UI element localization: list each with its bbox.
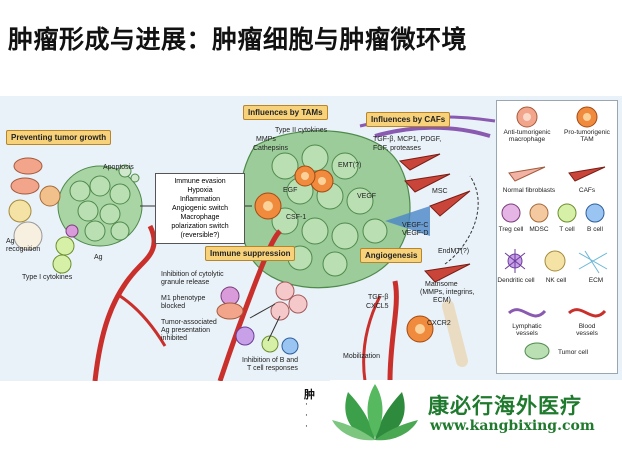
legend-mdsc: MDSC xyxy=(529,226,549,233)
legend-lymph-line1: Lymphatic xyxy=(512,323,542,330)
label-type1-cytokines: Type I cytokines xyxy=(22,274,73,281)
label-endmt: EndMT(?) xyxy=(438,248,470,255)
leaf-logo-icon xyxy=(332,384,418,441)
legend-nk: NK cell xyxy=(545,277,567,284)
immune-suppression-box: Immune suppression xyxy=(205,246,296,261)
watermark-url: www.kangbixing.com xyxy=(430,418,595,434)
legend-ecm: ECM xyxy=(588,277,604,284)
watermark-name: 康必行海外医疗 xyxy=(428,394,582,418)
legend-icons xyxy=(501,106,608,360)
left-immune-cells xyxy=(8,157,79,274)
left-tumor-cluster xyxy=(57,164,143,247)
label-vegfc: VEGF-C xyxy=(402,222,429,229)
pro-tumor-macrophages xyxy=(254,165,434,343)
condition-line: Macrophage xyxy=(180,214,220,221)
label-tumor-ag-3: inhibited xyxy=(161,335,188,342)
label-matrisome-2: (MMPs, integrins, xyxy=(420,289,475,296)
legend-blood-line2: vessels xyxy=(576,330,598,337)
label-tumor-ag: Tumor-associated xyxy=(161,319,217,326)
bullet-item: · xyxy=(305,411,308,421)
label-csf1: CSF-1 xyxy=(286,214,307,221)
legend-dendritic: Dendritic cell xyxy=(497,277,535,284)
label-m1: M1 phenotype xyxy=(161,295,206,302)
influences-cafs-box: Influences by CAFs xyxy=(366,112,451,127)
label-ag-recognition-2: recognition xyxy=(6,246,41,253)
watermark-logo xyxy=(330,380,622,446)
immune-suppression-cells xyxy=(216,281,308,355)
legend-lymph-line2: vessels xyxy=(516,330,538,337)
tumor-microenvironment-diagram: Preventing tumor growth Influences by TA… xyxy=(0,96,622,381)
legend-tcell: T cell xyxy=(559,226,575,233)
condition-line: polarization switch xyxy=(171,223,229,230)
condition-line: Inflammation xyxy=(179,196,221,203)
label-emt: EMT(?) xyxy=(338,162,362,169)
caf-cells xyxy=(398,153,471,283)
label-cathepsins: Cathepsins xyxy=(253,145,289,152)
label-ag-recognition: Ag xyxy=(6,238,15,245)
label-mmps: MMPs xyxy=(256,136,276,143)
legend-treg: Treg cell xyxy=(498,226,524,233)
bullet-item: · xyxy=(305,400,308,410)
label-type2-cytokines: Type II cytokines xyxy=(275,127,328,134)
label-vegfd: VEGF-D xyxy=(402,230,429,237)
label-inhib-cytolytic: Inhibition of cytolytic xyxy=(161,271,224,278)
label-inhib-bt: Inhibition of B and xyxy=(242,357,299,364)
conditions-box: Immune evasion Hypoxia Inflammation Angi… xyxy=(155,173,245,244)
influences-tams-box: Influences by TAMs xyxy=(243,105,328,120)
label-cxcr2: CXCR2 xyxy=(427,320,451,327)
label-inhib-cytolytic-2: granule release xyxy=(161,279,210,286)
condition-line: Angiogenic switch xyxy=(171,205,229,212)
bullet-list: · · · xyxy=(305,400,308,433)
condition-line: Hypoxia xyxy=(187,187,213,194)
bullet-item: · xyxy=(305,422,308,432)
legend-normal-fibroblasts: Normal fibroblasts xyxy=(502,187,556,194)
label-mobilization: Mobilization xyxy=(343,353,380,360)
page-title: 肿瘤形成与进展：肿瘤细胞与肿瘤微环境 xyxy=(8,25,468,54)
label-tgfb-list: TGF-β, MCP1, PDGF, xyxy=(373,136,442,143)
label-m1-2: blocked xyxy=(161,303,186,310)
legend-anti-tam-line2: macrophage xyxy=(508,136,546,143)
legend-cafs: CAFs xyxy=(578,187,596,194)
label-tumor-ag-2: Ag presentation xyxy=(161,327,211,334)
bottom-text-fragment: 肿 xyxy=(304,388,315,401)
label-apoptosis: Apoptosis xyxy=(103,164,134,171)
preventing-tumor-growth-box: Preventing tumor growth xyxy=(6,130,112,145)
label-inhib-bt-2: T cell responses xyxy=(247,365,298,372)
label-vegf: VEGF xyxy=(357,193,377,200)
legend-pro-tam-line1: Pro-tumorigenic xyxy=(564,129,610,136)
condition-line: Immune evasion xyxy=(174,178,226,185)
legend-pro-tam-line2: TAM xyxy=(580,136,594,143)
label-ag: Ag xyxy=(94,254,103,261)
label-msc: MSC xyxy=(432,188,448,195)
label-matrisome: Matrisome xyxy=(425,281,458,288)
label-tgfb: TGF-β xyxy=(368,294,389,301)
legend-tumor-cell: Tumor cell xyxy=(557,349,589,356)
legend-bcell: B cell xyxy=(587,226,603,233)
condition-line: (reversible?) xyxy=(180,232,220,239)
legend-blood-line1: Blood xyxy=(578,323,596,330)
label-matrisome-3: ECM) xyxy=(433,297,451,304)
angiogenesis-box: Angiogenesis xyxy=(360,248,423,263)
label-cxcl5: CXCL5 xyxy=(366,303,389,310)
legend-anti-tam-line1: Anti-tumorigenic xyxy=(503,129,551,136)
label-fgf-list: FGF, proteases xyxy=(373,145,421,152)
label-egf: EGF xyxy=(283,187,298,194)
